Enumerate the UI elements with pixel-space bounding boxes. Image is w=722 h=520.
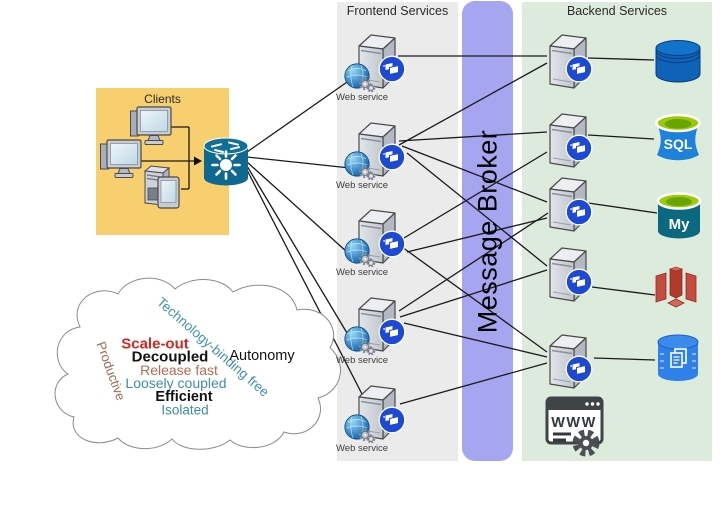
web-service-globe-icon xyxy=(344,325,376,356)
app-window-icon xyxy=(378,143,406,171)
app-window-icon xyxy=(565,55,593,83)
frontend-service-3 xyxy=(344,208,408,270)
frontend-service-4-label: Web service xyxy=(336,355,389,366)
arrowhead xyxy=(194,156,202,166)
app-window-icon xyxy=(378,230,406,258)
clients-title: Clients xyxy=(144,92,181,106)
cloud-word-isolated: Isolated xyxy=(161,402,209,418)
frontend-to-backend-lines xyxy=(398,55,549,405)
cloud-word-loosely-coupled: Loosely coupled xyxy=(125,375,227,391)
www-label: WWW xyxy=(551,415,597,431)
frontend-service-5-label: Web service xyxy=(336,443,389,454)
web-service-globe-icon xyxy=(344,413,376,444)
backend-service-1 xyxy=(546,33,608,95)
cloud-word-decoupled: Decoupled xyxy=(131,348,209,366)
router-to-frontend-lines xyxy=(246,79,364,397)
broker-label-text: Message Broker xyxy=(472,129,502,333)
desktop-monitor-icon xyxy=(99,139,142,179)
frontend-title: Frontend Services xyxy=(346,4,449,18)
broker-label: Message Broker xyxy=(462,1,513,461)
frontend-service-4 xyxy=(344,296,408,358)
cloud-word-autonomy: Autonomy xyxy=(229,348,295,364)
frontend-service-5 xyxy=(344,384,408,446)
tablet-icon xyxy=(157,176,180,209)
frontend-service-1-label: Web service xyxy=(336,92,389,103)
redshift-blocks-icon xyxy=(655,266,697,308)
browser-gear-icon: WWW xyxy=(545,396,604,457)
backend-service-5 xyxy=(546,333,608,395)
frontend-service-3-label: Web service xyxy=(336,267,389,278)
app-window-icon xyxy=(565,355,593,383)
document-database-icon xyxy=(657,334,699,381)
cloud-word-scale-out: Scale-out xyxy=(121,335,189,353)
app-window-icon xyxy=(565,134,593,162)
mysql-label: My xyxy=(669,216,690,233)
app-window-icon xyxy=(565,268,593,296)
database-cylinder-icon xyxy=(655,40,701,83)
app-window-icon xyxy=(378,318,406,346)
cloud-word-release-fast: Release fast xyxy=(140,362,218,378)
mysql-database-icon: My xyxy=(656,192,702,239)
backend-service-4 xyxy=(546,246,608,308)
frontend-service-1 xyxy=(344,33,408,95)
web-service-globe-icon xyxy=(344,150,376,181)
frontend-service-2-label: Web service xyxy=(336,180,389,191)
frontend-service-2 xyxy=(344,121,408,183)
cloud-word-efficient: Efficient xyxy=(155,389,213,405)
app-window-icon xyxy=(378,55,406,83)
backend-service-2 xyxy=(546,112,608,174)
app-window-icon xyxy=(378,406,406,434)
client-connectors xyxy=(141,126,195,190)
backend-to-database-lines xyxy=(587,57,658,361)
router-icon xyxy=(203,137,249,186)
backend-title: Backend Services xyxy=(566,4,668,18)
app-window-icon xyxy=(565,198,593,226)
web-service-globe-icon xyxy=(344,237,376,268)
sql-label: SQL xyxy=(664,136,693,152)
sql-database-icon: SQL xyxy=(655,113,701,161)
cloud-shape xyxy=(54,277,341,450)
web-service-globe-icon xyxy=(344,62,376,93)
backend-service-3 xyxy=(546,176,608,238)
